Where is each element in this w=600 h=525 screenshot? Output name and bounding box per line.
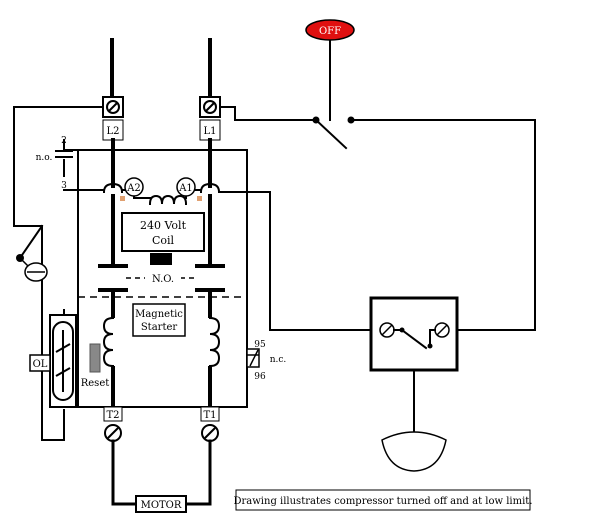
caption-text: Drawing illustrates compressor turned of… <box>233 496 532 507</box>
coil-a2-label: A2 <box>126 183 141 194</box>
ol-contact-type-label: n.c. <box>270 355 287 365</box>
starter-label-line2: Starter <box>141 322 178 333</box>
motor-leads <box>111 439 212 506</box>
terminal-l2: L2 <box>102 96 124 141</box>
float-switch <box>16 224 48 282</box>
overload-nc-contact: 95 96 n.c. <box>246 340 287 382</box>
coil-winding <box>133 194 188 206</box>
overload-relay: OL <box>29 314 77 408</box>
terminal-l2-label: L2 <box>106 126 119 137</box>
starter-enclosure <box>77 149 248 408</box>
reset-button[interactable]: Reset <box>81 343 110 389</box>
off-button[interactable] <box>305 19 355 41</box>
overload-label: OL <box>33 359 48 370</box>
off-switch[interactable]: OFF <box>305 19 355 150</box>
auxiliary-contact: 2 3 n.o. <box>36 136 73 191</box>
terminal-t1-label: T1 <box>203 410 216 421</box>
coil-name-label: Coil <box>152 234 175 247</box>
phase-wiring-l1 <box>199 138 221 408</box>
motor-label: MOTOR <box>141 500 182 511</box>
terminal-l1: L1 <box>199 96 221 141</box>
terminal-t1: T1 <box>200 406 220 442</box>
pressure-sensor-dome <box>381 431 447 472</box>
coil-terminal-a2: A2 <box>120 177 144 201</box>
main-contacts: N.O. <box>98 264 225 292</box>
coil-terminal-a1: A1 <box>176 177 202 201</box>
terminal-t2: T2 <box>103 406 123 442</box>
aux-contact-bottom-number: 3 <box>61 181 67 191</box>
main-contacts-label: N.O. <box>152 274 174 285</box>
phase-wiring-l2 <box>102 138 124 408</box>
coil-voltage-label: 240 Volt <box>140 219 187 232</box>
supply-lines <box>110 38 212 99</box>
aux-contact-top-number: 2 <box>61 136 67 146</box>
ol-contact-top-number: 95 <box>254 340 266 350</box>
coil-box: 240 Volt Coil <box>121 212 205 265</box>
aux-contact-type-label: n.o. <box>36 153 53 163</box>
motor: MOTOR <box>135 495 187 513</box>
pressure-switch <box>369 296 459 472</box>
reset-label: Reset <box>81 378 110 389</box>
terminal-t2-label: T2 <box>106 410 119 421</box>
magnetic-starter-label: Magnetic Starter <box>132 303 186 337</box>
caption-box: Drawing illustrates compressor turned of… <box>233 489 533 511</box>
terminal-l1-label: L1 <box>203 126 216 137</box>
coil-a1-label: A1 <box>178 183 193 194</box>
starter-label-line1: Magnetic <box>135 309 183 320</box>
control-wiring-right <box>219 106 536 331</box>
off-label: OFF <box>319 26 341 37</box>
ol-contact-bottom-number: 96 <box>254 372 266 382</box>
